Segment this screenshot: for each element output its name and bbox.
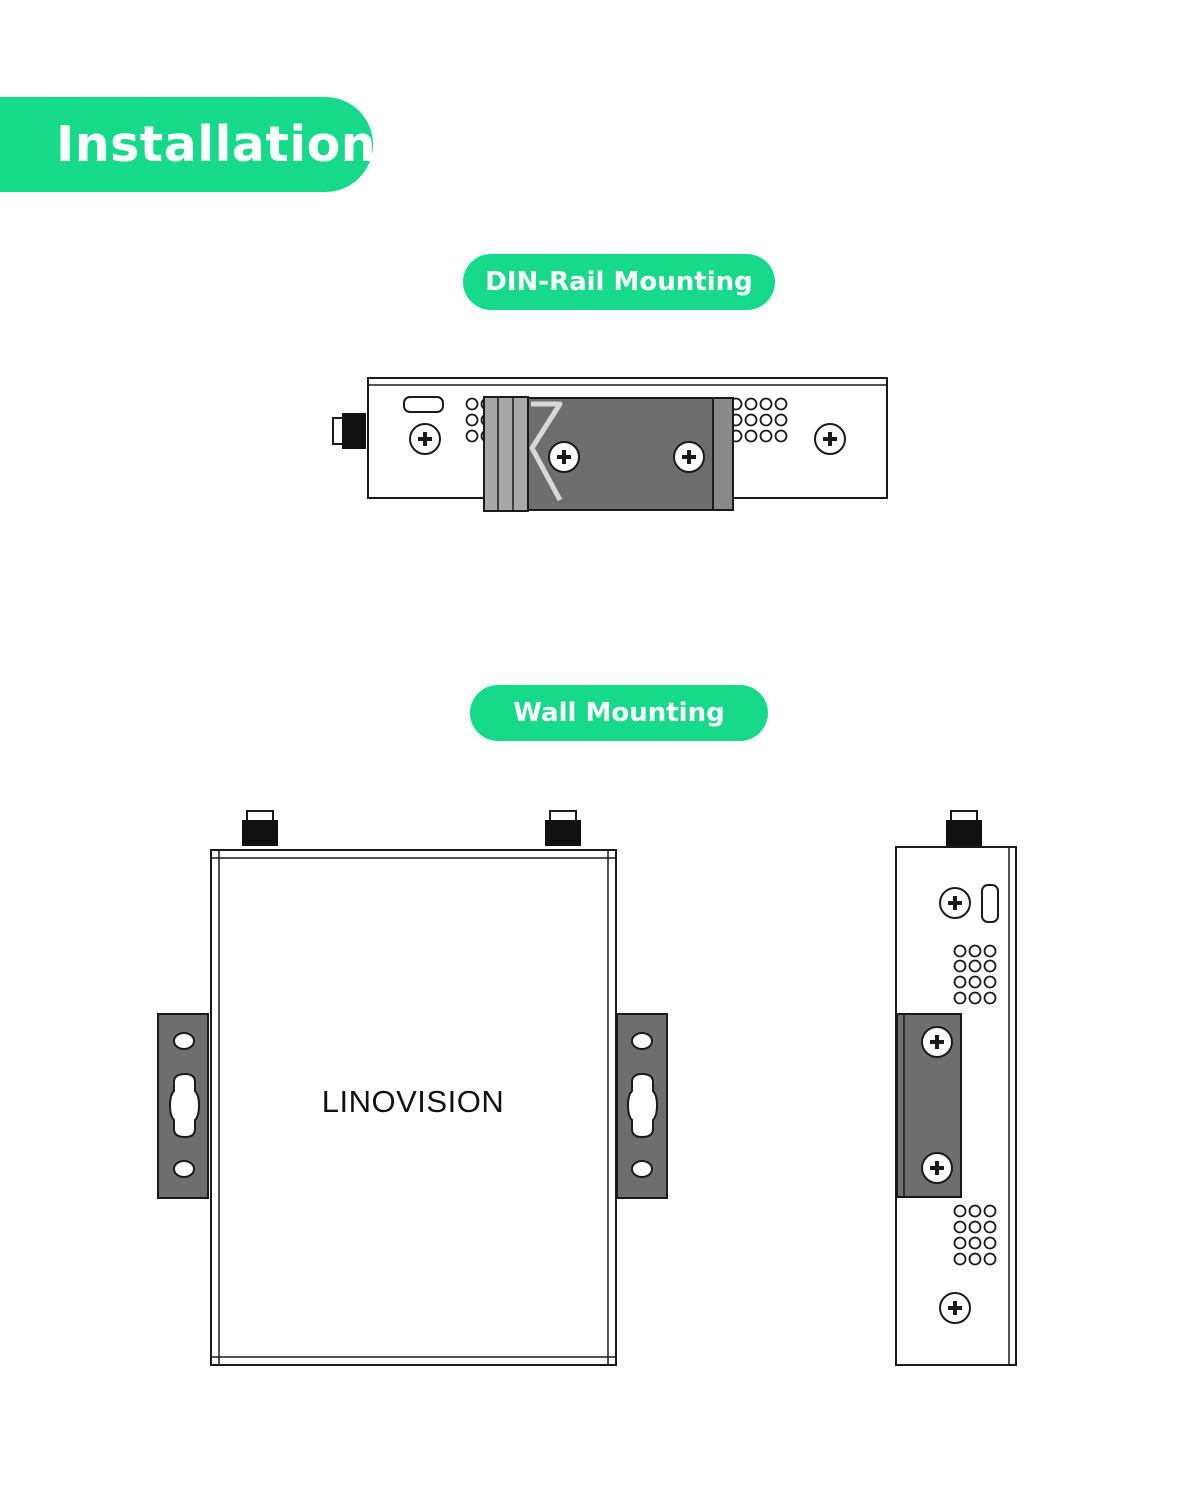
- din-rail-device-side-view: [332, 377, 888, 512]
- screw-icon: [939, 887, 971, 919]
- screw-icon: [548, 441, 580, 473]
- port-slot-icon: [981, 884, 999, 923]
- wall-mount-bracket-left: [157, 1013, 209, 1199]
- page-title-banner: Installation: [0, 97, 377, 192]
- antenna-connector-icon: [332, 413, 366, 449]
- antenna-connector-icon: [545, 810, 581, 846]
- brand-logo: LINOVISION: [322, 1084, 504, 1119]
- screw-icon: [939, 1292, 971, 1324]
- din-rail-bracket: [483, 396, 734, 512]
- wall-mount-bracket-side: [896, 1013, 962, 1198]
- antenna-connector-icon: [946, 810, 982, 846]
- wall-mounting-label: Wall Mounting: [470, 685, 768, 741]
- screw-icon: [673, 441, 705, 473]
- wall-mount-bracket-right: [616, 1013, 668, 1199]
- screw-icon: [921, 1152, 953, 1184]
- port-slot-icon: [403, 396, 444, 413]
- vent-holes-icon: [465, 397, 788, 443]
- screw-icon: [409, 423, 441, 455]
- antenna-connector-icon: [242, 810, 278, 846]
- din-rail-mounting-label: DIN-Rail Mounting: [463, 254, 775, 310]
- wall-mount-device-front-view: LINOVISION: [157, 810, 668, 1366]
- screw-icon: [814, 423, 846, 455]
- page-title: Installation: [56, 116, 377, 173]
- wall-mount-device-side-view: [895, 810, 1017, 1366]
- screw-icon: [921, 1026, 953, 1058]
